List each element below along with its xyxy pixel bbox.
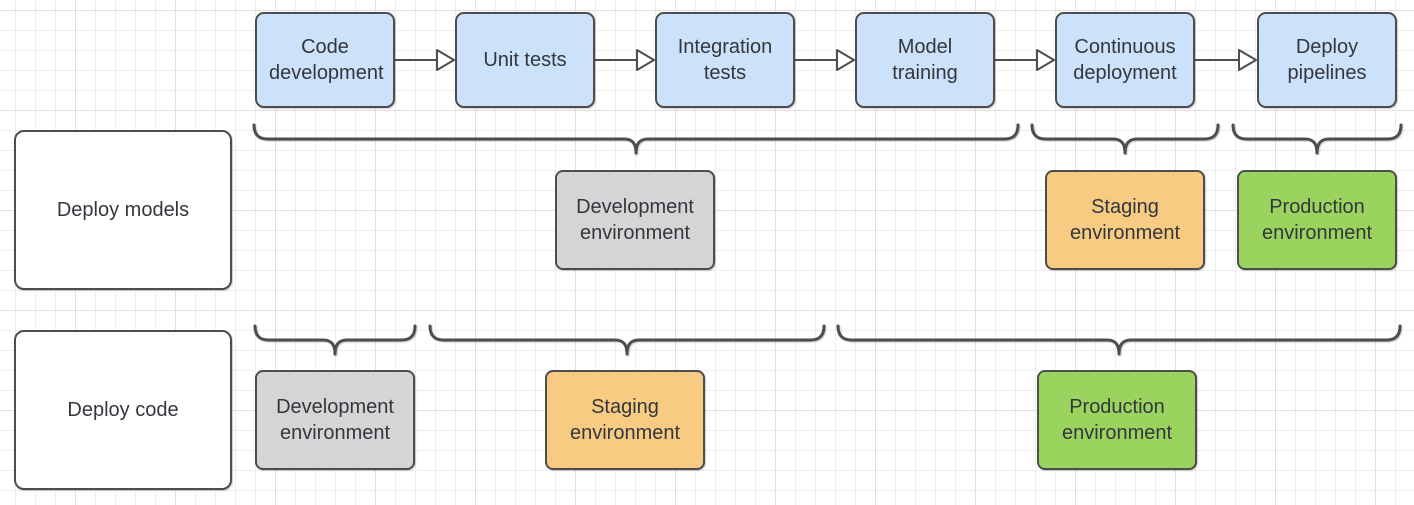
step-code-development: Code development	[255, 12, 395, 108]
flow-arrow-icon	[795, 49, 855, 71]
flow-arrow-icon	[1195, 49, 1257, 71]
env-label: Staging environment	[1069, 196, 1181, 244]
brace-deploy-models-production	[1231, 123, 1403, 155]
flow-arrow-icon	[995, 49, 1055, 71]
step-label: Code development	[269, 36, 384, 84]
env-label: Production environment	[1261, 196, 1373, 244]
step-label: Deploy pipelines	[1287, 36, 1367, 84]
row-label-text: Deploy code	[67, 399, 179, 421]
step-integration-tests: Integration tests	[655, 12, 795, 108]
env-deploy-models-staging: Staging environment	[1045, 170, 1205, 270]
step-label: Continuous deployment	[1073, 36, 1177, 84]
step-label: Model training	[892, 36, 958, 84]
row-label-deploy-models: Deploy models	[14, 130, 232, 290]
brace-deploy-code-production	[836, 324, 1402, 356]
env-deploy-code-staging: Staging environment	[545, 370, 705, 470]
step-model-training: Model training	[855, 12, 995, 108]
brace-deploy-models-staging	[1030, 123, 1220, 155]
env-label: Development environment	[576, 196, 694, 244]
brace-deploy-models-development	[252, 123, 1020, 155]
flow-arrow-icon	[595, 49, 655, 71]
step-label: Unit tests	[483, 49, 567, 71]
env-label: Development environment	[276, 396, 394, 444]
env-deploy-code-development: Development environment	[255, 370, 415, 470]
env-label: Staging environment	[569, 396, 681, 444]
flow-arrow-icon	[395, 49, 455, 71]
step-unit-tests: Unit tests	[455, 12, 595, 108]
env-deploy-code-production: Production environment	[1037, 370, 1197, 470]
env-deploy-models-development: Development environment	[555, 170, 715, 270]
brace-deploy-code-staging	[428, 324, 826, 356]
brace-deploy-code-development	[253, 324, 417, 356]
step-deploy-pipelines: Deploy pipelines	[1257, 12, 1397, 108]
env-deploy-models-production: Production environment	[1237, 170, 1397, 270]
step-label: Integration tests	[677, 36, 773, 84]
env-label: Production environment	[1061, 396, 1173, 444]
step-continuous-deployment: Continuous deployment	[1055, 12, 1195, 108]
row-label-text: Deploy models	[56, 199, 190, 221]
row-label-deploy-code: Deploy code	[14, 330, 232, 490]
